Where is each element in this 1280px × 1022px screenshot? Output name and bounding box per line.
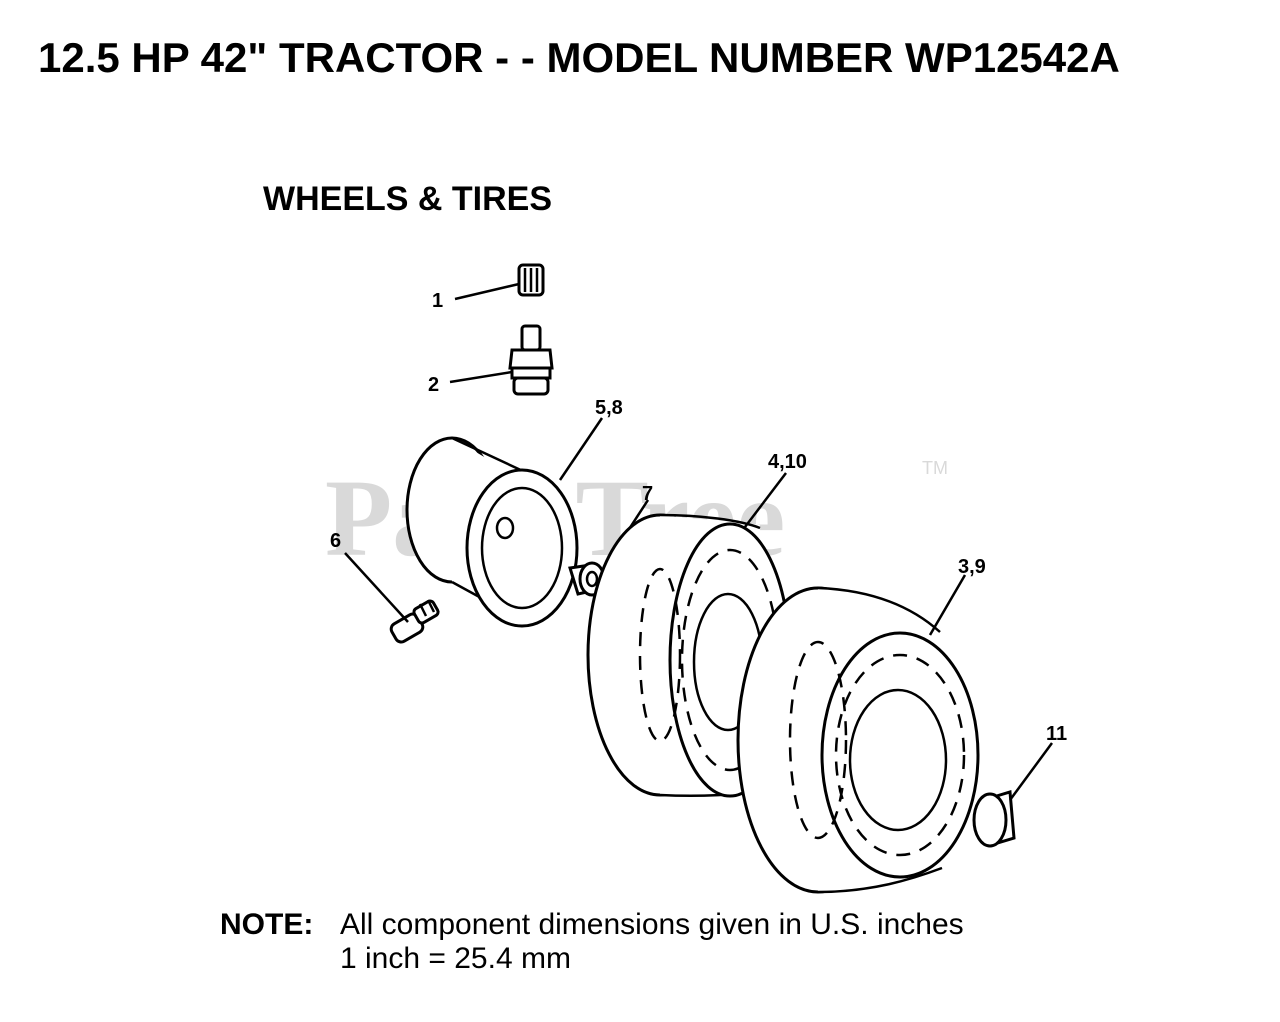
leader-39 — [928, 574, 967, 636]
note-line2: 1 inch = 25.4 mm — [340, 942, 571, 975]
tire-front[interactable] — [586, 513, 792, 798]
leader-11 — [1008, 742, 1054, 801]
page-title: 12.5 HP 42" TRACTOR - - MODEL NUMBER WP1… — [38, 34, 1120, 81]
note-block: NOTE: All component dimensions given in U… — [220, 908, 964, 976]
valve-cap[interactable] — [517, 263, 545, 297]
tire-rear[interactable] — [736, 586, 980, 894]
leader-1 — [454, 282, 520, 301]
callout-7[interactable]: 7 — [642, 483, 653, 505]
callout-3-9[interactable]: 3,9 — [958, 556, 986, 578]
grease-fitting[interactable] — [389, 599, 440, 645]
callout-2[interactable]: 2 — [428, 374, 439, 396]
leader-58 — [558, 417, 604, 481]
section-title: WHEELS & TIRES — [263, 180, 553, 218]
leader-2 — [449, 370, 513, 384]
leader-410 — [744, 472, 787, 528]
watermark-tm: TM — [922, 458, 948, 478]
note-label: NOTE: — [220, 908, 314, 941]
callout-4-10[interactable]: 4,10 — [768, 451, 807, 473]
leader-6 — [344, 552, 409, 623]
callout-1[interactable]: 1 — [432, 290, 443, 312]
callout-6[interactable]: 6 — [330, 530, 341, 552]
valve-stem[interactable] — [508, 324, 554, 396]
wheel-rim[interactable] — [405, 436, 579, 628]
note-line1: All component dimensions given in U.S. i… — [340, 908, 964, 941]
callout-11[interactable]: 11 — [1046, 723, 1067, 745]
hub-cap[interactable] — [972, 790, 1016, 848]
callout-5-8[interactable]: 5,8 — [595, 397, 623, 419]
